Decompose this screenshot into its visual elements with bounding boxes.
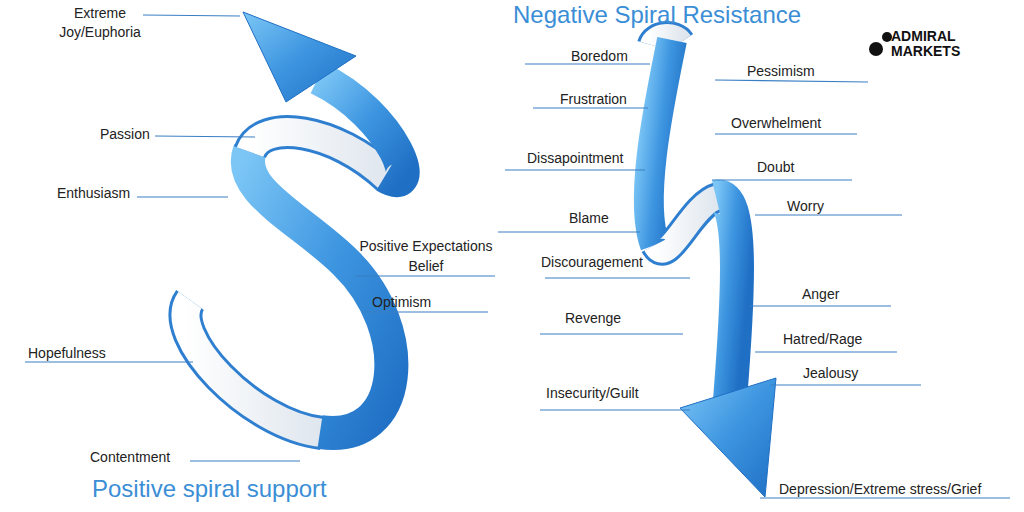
brand-watermark: ADMIRAL MARKETS [891, 29, 979, 59]
emotion-label: Hopefulness [28, 344, 106, 362]
emotion-label: Worry [787, 197, 824, 215]
emotion-label: Enthusiasm [57, 184, 130, 202]
section-heading: Positive spiral support [92, 474, 327, 504]
emotion-label: Frustration [560, 90, 627, 108]
emotion-label: Positive Expectations Belief [356, 236, 496, 276]
emotion-label: Hatred/Rage [783, 330, 862, 348]
emotion-label: Pessimism [747, 62, 815, 80]
logo-mark [869, 32, 892, 56]
emotion-label: Dissapointment [527, 149, 624, 167]
leader-lines [25, 15, 1010, 498]
section-heading: Negative Spiral Resistance [513, 0, 801, 30]
emotion-label: Blame [569, 209, 609, 227]
positive-spiral [186, 12, 403, 433]
emotion-label: Overwhelment [731, 114, 821, 132]
emotion-label: Optimism [372, 293, 431, 311]
negative-spiral [648, 32, 776, 497]
emotion-label: Extreme Joy/Euphoria [48, 4, 152, 42]
emotion-label: Boredom [571, 47, 628, 65]
emotion-label: Discouragement [541, 253, 643, 271]
emotion-label: Contentment [90, 448, 170, 466]
emotion-label: Doubt [757, 158, 794, 176]
emotion-label: Passion [100, 125, 150, 143]
emotion-label: Insecurity/Guilt [546, 384, 639, 402]
emotion-label: Jealousy [803, 364, 858, 382]
emotion-label: Depression/Extreme stress/Grief [779, 480, 981, 498]
emotion-label: Anger [802, 285, 839, 303]
emotion-label: Revenge [565, 309, 621, 327]
